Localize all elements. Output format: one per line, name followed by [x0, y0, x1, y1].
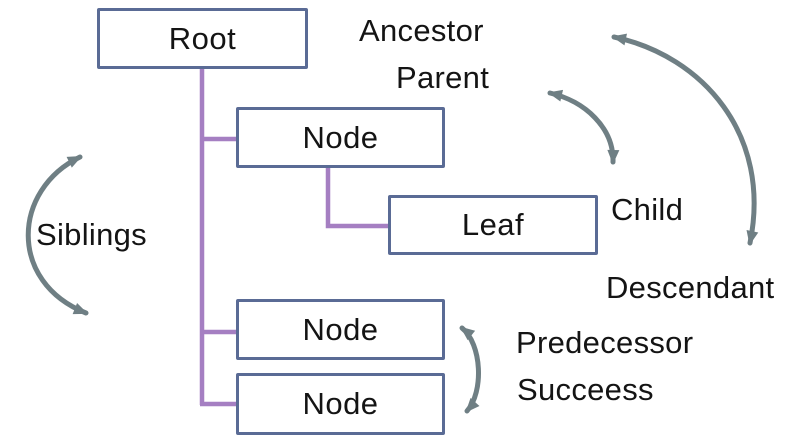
- siblings-label: Siblings: [36, 217, 147, 252]
- node-box-2: Node: [236, 299, 445, 360]
- predecessor-label: Predecessor: [516, 325, 694, 360]
- node-box-1-label: Node: [302, 119, 379, 155]
- root-box-label: Root: [168, 20, 237, 56]
- node-box-1: Node: [236, 107, 445, 168]
- parent-child-arrow-icon: [547, 89, 620, 165]
- leaf-box-label: Leaf: [461, 207, 525, 242]
- node-box-3-label: Node: [302, 386, 379, 421]
- node-box-3: Node: [236, 373, 445, 435]
- successor-label: Succeess: [517, 372, 654, 407]
- predecessor-successor-arrow-icon: [459, 325, 481, 414]
- node-box-2-label: Node: [302, 311, 379, 347]
- descendant-label: Descendant: [606, 270, 775, 305]
- leaf-box: Leaf: [388, 195, 598, 255]
- ancestor-label: Ancestor: [359, 13, 484, 48]
- tree-connector-lines: [199, 66, 389, 407]
- root-box: Root: [97, 8, 308, 69]
- parent-label: Parent: [396, 60, 490, 95]
- siblings-arrow-icon: [25, 154, 89, 316]
- ancestor-descendant-arrow-icon: [611, 33, 759, 246]
- child-label: Child: [611, 192, 684, 227]
- branch-node-to-leaf: [325, 166, 389, 229]
